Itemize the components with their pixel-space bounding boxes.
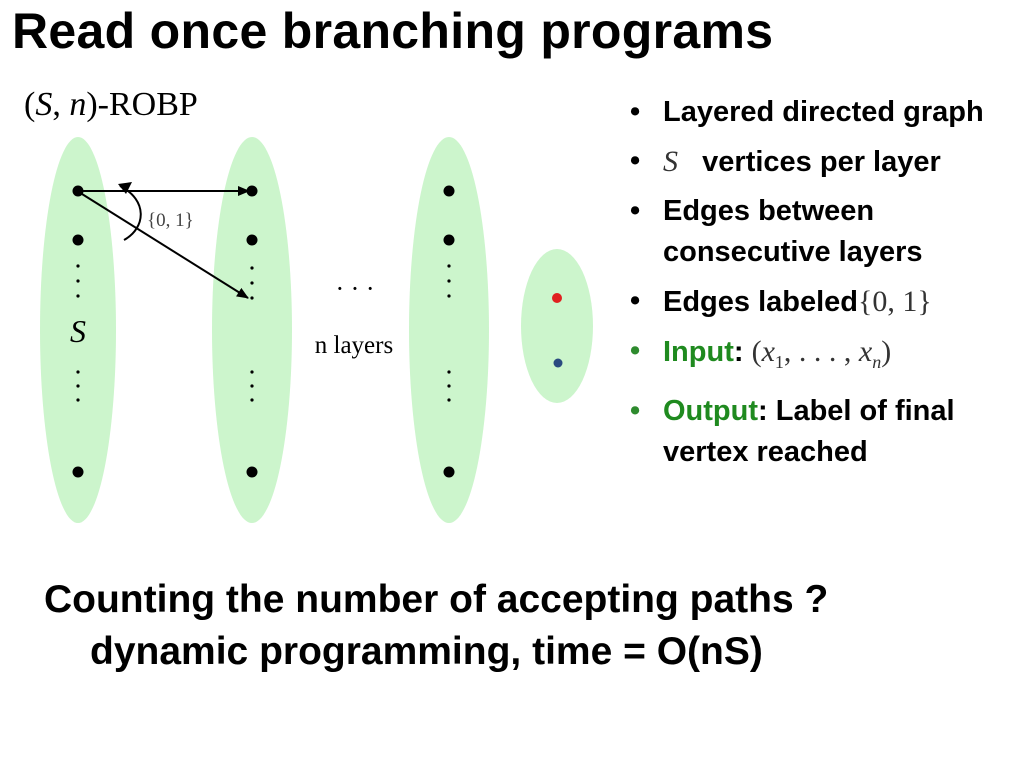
edge-arrow — [81, 193, 249, 299]
bullet-list: Layered directed graph S vertices per la… — [630, 92, 1020, 481]
math-sub-1: 1 — [774, 352, 784, 372]
math-label-set: {0, 1} — [858, 285, 932, 318]
vertical-ellipsis — [447, 264, 451, 402]
robp-label-open: ( — [24, 86, 36, 123]
horizontal-ellipsis: · · · — [336, 274, 375, 303]
robp-label-mid: , — [52, 86, 70, 123]
layer-var-s: S — [70, 313, 86, 349]
arc-arrowhead — [118, 182, 132, 194]
bullet-input: Input: (x1, . . . , xn) — [630, 331, 1020, 383]
edge-label: {0, 1} — [147, 210, 194, 231]
layer-2 — [212, 137, 292, 523]
math-xn: x — [858, 335, 873, 368]
edge-label-arc — [119, 185, 142, 241]
vertical-ellipsis — [250, 266, 254, 402]
math-paren-open: ( — [751, 335, 762, 368]
bullet-text: : Label of final vertex reached — [663, 395, 955, 468]
vertex — [443, 234, 455, 246]
bullet-text: Layered directed graph — [663, 96, 984, 128]
output-layer — [521, 249, 593, 403]
bullet-edges-between: Edges between consecutive layers — [630, 191, 1020, 273]
bullet-edges-labeled: Edges labeled{0, 1} — [630, 281, 1020, 323]
output-vertex-blue — [553, 358, 563, 368]
math-sub-n: n — [872, 352, 882, 372]
vertex — [72, 466, 84, 478]
bullet-text: Edges labeled — [663, 286, 859, 318]
counting-question: Counting the number of accepting paths ? — [44, 578, 829, 621]
input-colon: : — [733, 336, 752, 368]
bullet-layered-graph: Layered directed graph — [630, 92, 1020, 133]
bullet-text: Edges between consecutive layers — [663, 195, 923, 268]
n-layers-label: n layers — [315, 332, 393, 359]
vertex — [443, 466, 455, 478]
vertex — [72, 234, 84, 246]
bullet-output: Output: Label of final vertex reached — [630, 391, 1020, 473]
robp-diagram: S {0, 1} · · · n layers — [40, 137, 593, 523]
slide-title: Read once branching programs — [12, 3, 774, 59]
robp-label: (S, n)-ROBP — [24, 86, 198, 124]
vertex — [246, 234, 258, 246]
input-label: Input — [663, 336, 734, 368]
layer-1 — [40, 137, 116, 523]
vertex — [443, 185, 455, 197]
math-ellipsis: , . . . , — [783, 335, 859, 368]
math-s-var: S — [663, 145, 678, 178]
math-x1: x — [761, 335, 775, 368]
bullet-vertices: S vertices per layer — [630, 141, 1020, 183]
vertex — [72, 185, 84, 197]
math-input-tuple: (x1, . . . , xn) — [751, 335, 892, 372]
vertex — [246, 466, 258, 478]
layer-n — [409, 137, 489, 523]
math-s: S — [663, 145, 678, 178]
robp-label-close: )-ROBP — [86, 86, 198, 123]
output-label: Output — [663, 395, 759, 427]
dynamic-programming-answer: dynamic programming, time = O(nS) — [90, 630, 763, 673]
vertical-ellipsis — [76, 264, 80, 402]
output-vertex-red — [552, 293, 562, 303]
bullet-text: vertices per layer — [702, 146, 941, 178]
robp-label-n: n — [69, 86, 87, 123]
robp-label-s: S — [35, 86, 53, 123]
math-paren-close: ) — [881, 335, 892, 368]
